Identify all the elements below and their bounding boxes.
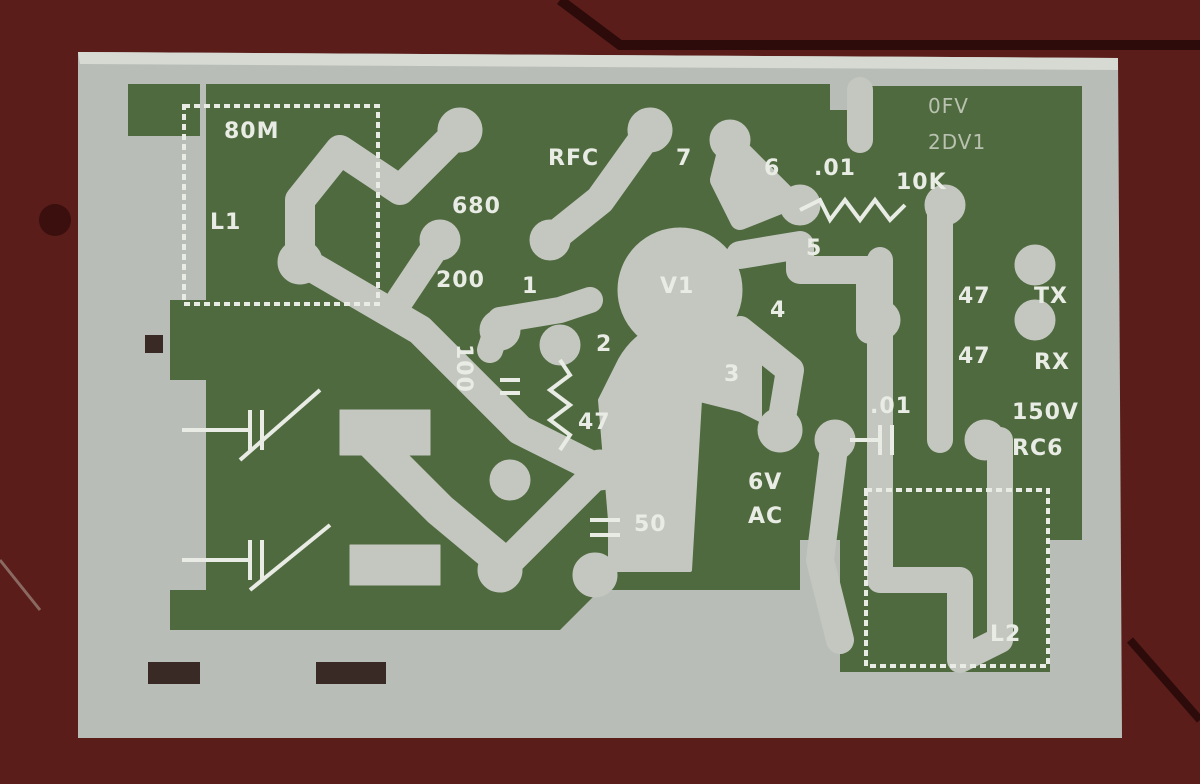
label-cap-01a: .01: [814, 156, 856, 181]
label-pin5: 5: [806, 236, 823, 261]
label-pin7: 7: [676, 146, 693, 171]
label-pin2: 2: [596, 332, 613, 357]
label-tx: TX: [1034, 284, 1068, 309]
label-cap-47tx: 47: [958, 284, 991, 309]
label-rx: RX: [1034, 350, 1070, 375]
label-res-100: 100: [451, 344, 476, 393]
label-heater-a: 6V: [748, 470, 783, 495]
l1-outline: [182, 104, 380, 306]
etched-area: [128, 84, 1082, 672]
label-band: 80M: [224, 119, 280, 144]
label-coil1: L1: [210, 210, 242, 235]
trace-pin7: [535, 115, 665, 255]
label-cap-47rx: 47: [958, 344, 991, 369]
trace-rfc: [285, 115, 475, 275]
label-pin4: 4: [770, 298, 787, 323]
label-pin1: 1: [522, 274, 539, 299]
label-heater-b: AC: [748, 504, 784, 529]
label-cap-200: 200: [436, 268, 485, 293]
label-cap-50: 50: [634, 512, 667, 537]
label-tube-model-b: 2DV1: [928, 130, 987, 154]
label-cap-680: 680: [452, 194, 501, 219]
label-tube-model-a: 0FV: [928, 94, 969, 118]
label-res-10k: 10K: [896, 170, 947, 195]
label-coil2: L2: [990, 622, 1022, 647]
label-cap-01b: .01: [870, 394, 912, 419]
label-res-47: 47: [578, 410, 611, 435]
label-voltage: 150V: [1012, 400, 1079, 425]
label-regulator: RC6: [1012, 436, 1064, 461]
label-pin3: 3: [724, 362, 741, 387]
l2-outline: [864, 488, 1050, 668]
label-tube: V1: [660, 274, 695, 299]
label-cap-6: 6: [764, 156, 781, 181]
trace-l1: [285, 245, 615, 585]
label-choke: RFC: [548, 146, 600, 171]
